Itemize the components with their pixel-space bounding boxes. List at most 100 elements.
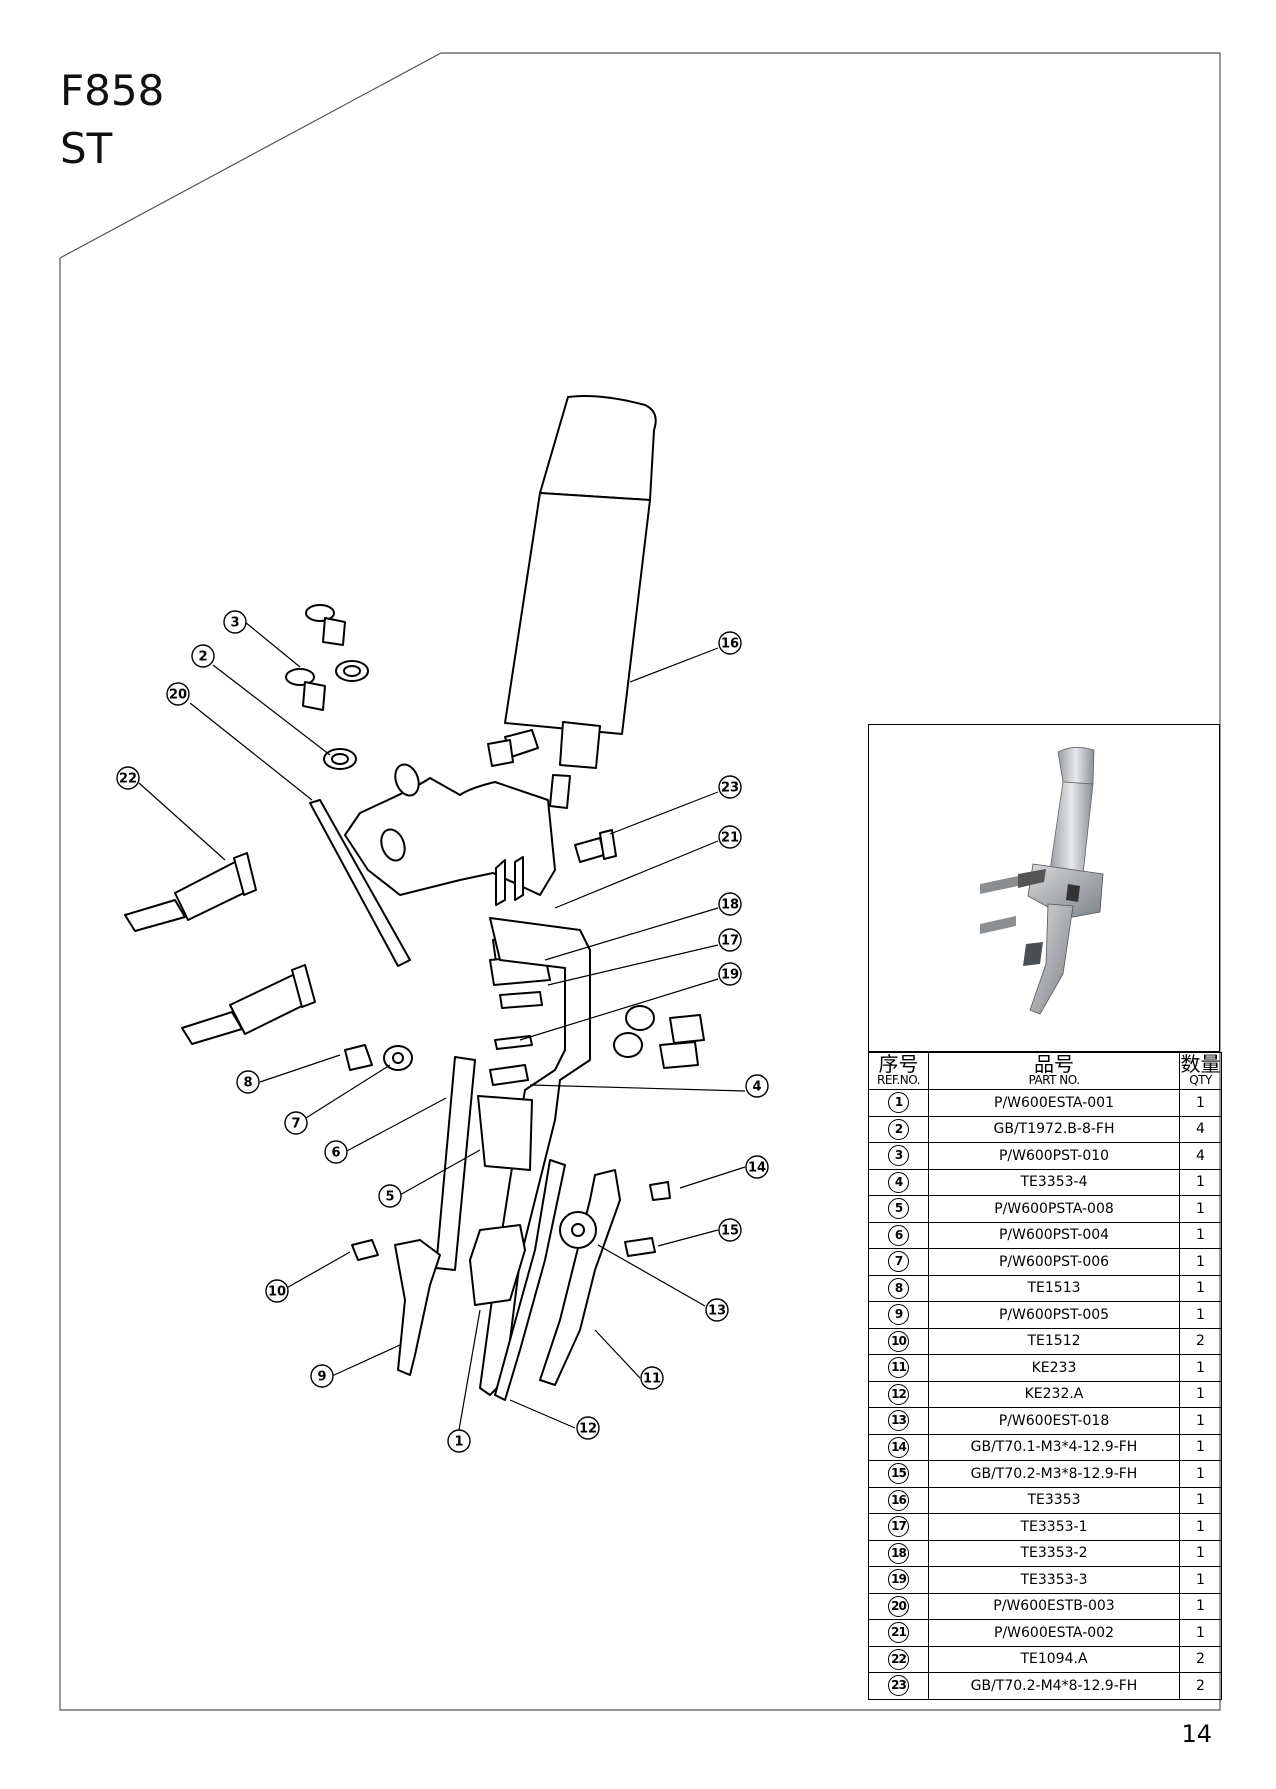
- part-number-cell: TE3353-2: [928, 1539, 1180, 1567]
- page-number: 14: [1181, 1720, 1212, 1748]
- qty-cell: 1: [1179, 1089, 1222, 1117]
- qty-cell: 1: [1179, 1433, 1222, 1461]
- ref-cell: 16: [868, 1486, 929, 1514]
- part-number-cell: P/W600PST-005: [928, 1301, 1180, 1329]
- qty-cell: 1: [1179, 1513, 1222, 1541]
- qty-cell: 4: [1179, 1142, 1222, 1170]
- washer-parts-right: [613, 1005, 705, 1069]
- ref-cell: 17: [868, 1513, 929, 1541]
- ref-cell: 7: [868, 1248, 929, 1276]
- callout-20: 20: [169, 688, 187, 703]
- callout-15: 15: [721, 1224, 739, 1239]
- callout-4: 4: [752, 1080, 761, 1095]
- ref-cell: 3: [868, 1142, 929, 1170]
- part-number-cell: GB/T1972.B-8-FH: [928, 1115, 1180, 1143]
- header-qty-en: QTY: [1189, 1073, 1212, 1087]
- qty-cell: 1: [1179, 1301, 1222, 1329]
- part-number-cell: P/W600ESTA-002: [928, 1619, 1180, 1647]
- part-number-cell: GB/T70.1-M3*4-12.9-FH: [928, 1433, 1180, 1461]
- callout-23: 23: [721, 781, 739, 796]
- callout-18: 18: [721, 898, 739, 913]
- screw-15-part: [624, 1237, 656, 1257]
- ref-cell: 11: [868, 1354, 929, 1382]
- callout-10: 10: [268, 1285, 286, 1300]
- ref-number-badge: 3: [888, 1145, 909, 1167]
- callout-bubbles: [116, 610, 769, 1453]
- qty-cell: 1: [1179, 1486, 1222, 1514]
- header-ref-no: 序号 REF.NO.: [868, 1052, 929, 1090]
- ref-number-badge: 23: [888, 1675, 909, 1697]
- callout-5: 5: [385, 1190, 394, 1205]
- part-number-cell: TE1513: [928, 1274, 1180, 1302]
- ref-cell: 18: [868, 1539, 929, 1567]
- callout-9: 9: [317, 1370, 326, 1385]
- callout-12: 12: [579, 1422, 597, 1437]
- qty-cell: 1: [1179, 1380, 1222, 1408]
- ref-number-badge: 13: [888, 1410, 909, 1432]
- qty-cell: 1: [1179, 1539, 1222, 1567]
- variant-title: ST: [60, 124, 113, 173]
- qty-cell: 2: [1179, 1645, 1222, 1673]
- callout-17: 17: [721, 934, 739, 949]
- qty-cell: 1: [1179, 1274, 1222, 1302]
- qty-cell: 1: [1179, 1407, 1222, 1435]
- callout-8: 8: [243, 1076, 252, 1091]
- ref-number-badge: 16: [888, 1489, 909, 1511]
- callout-11: 11: [643, 1372, 661, 1387]
- part-number-cell: P/W600ESTA-001: [928, 1089, 1180, 1117]
- ref-number-badge: 12: [888, 1383, 909, 1405]
- ref-cell: 10: [868, 1327, 929, 1355]
- header-part-en: PART NO.: [1028, 1073, 1080, 1087]
- qty-cell: 2: [1179, 1327, 1222, 1355]
- screw-23-part: [574, 837, 605, 863]
- qty-cell: 1: [1179, 1592, 1222, 1620]
- ref-cell: 12: [868, 1380, 929, 1408]
- part-number-cell: GB/T70.2-M3*8-12.9-FH: [928, 1460, 1180, 1488]
- callout-21: 21: [721, 831, 739, 846]
- table-header-row: 序号 REF.NO. 品号 PART NO. 数量 QTY: [868, 1052, 1222, 1090]
- callout-6: 6: [331, 1146, 340, 1161]
- center-block-part: [469, 1224, 526, 1306]
- mounting-plate-part: [344, 763, 556, 906]
- ref-number-badge: 20: [888, 1595, 909, 1617]
- qty-cell: 1: [1179, 1566, 1222, 1594]
- ref-cell: 21: [868, 1619, 929, 1647]
- qty-cell: 1: [1179, 1248, 1222, 1276]
- header-qty: 数量 QTY: [1179, 1052, 1222, 1090]
- part-number-cell: TE3353-3: [928, 1566, 1180, 1594]
- qty-cell: 4: [1179, 1115, 1222, 1143]
- part-number-cell: TE1512: [928, 1327, 1180, 1355]
- part-number-cell: KE232.A: [928, 1380, 1180, 1408]
- qty-cell: 1: [1179, 1195, 1222, 1223]
- ref-number-badge: 8: [888, 1277, 909, 1299]
- qty-cell: 1: [1179, 1168, 1222, 1196]
- ref-cell: 6: [868, 1221, 929, 1249]
- part-number-cell: TE1094.A: [928, 1645, 1180, 1673]
- exploded-assembly-drawing: [124, 395, 705, 1401]
- part-number-cell: GB/T70.2-M4*8-12.9-FH: [928, 1672, 1180, 1700]
- ref-cell: 20: [868, 1592, 929, 1620]
- header-part-cn: 品号: [1034, 1052, 1074, 1076]
- part-number-cell: P/W600EST-018: [928, 1407, 1180, 1435]
- ref-cell: 13: [868, 1407, 929, 1435]
- ref-number-badge: 21: [888, 1622, 909, 1644]
- part-number-cell: P/W600PST-010: [928, 1142, 1180, 1170]
- ref-cell: 19: [868, 1566, 929, 1594]
- ref-cell: 1: [868, 1089, 929, 1117]
- block-5-part: [477, 1095, 533, 1171]
- screw-14-part: [649, 1181, 671, 1201]
